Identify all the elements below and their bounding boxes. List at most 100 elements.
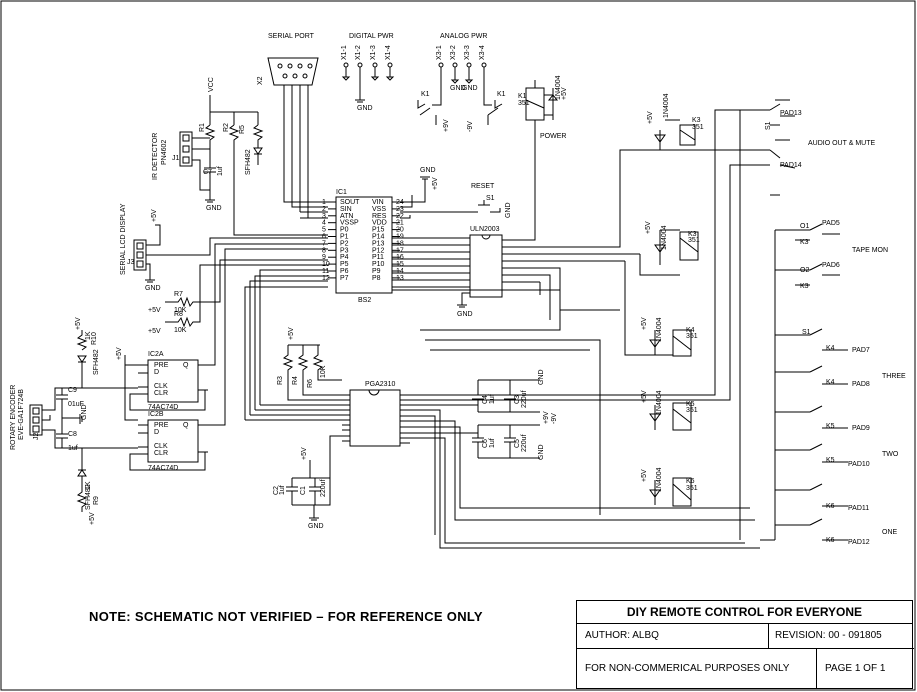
r6-label: R6 [307, 379, 314, 388]
reset-gnd-label: GND [505, 202, 512, 218]
r5-label: R5 [239, 125, 246, 134]
schematic-note: NOTE: SCHEMATIC NOT VERIFIED – FOR REFER… [89, 609, 483, 624]
ic1-pin-right: VIN [372, 199, 384, 206]
r10-label: R10 [91, 332, 98, 345]
c1-value: 220uf [320, 479, 327, 497]
s1-three: S1 [802, 329, 811, 336]
ic1-pin-num-left: 6 [322, 234, 326, 241]
k5-two: K5 [826, 423, 835, 430]
r3-r4-r6 [282, 344, 342, 401]
plus5v-k5: +5V [641, 390, 648, 403]
k6-351-label: 351 [686, 485, 698, 492]
c-gnd: GND [308, 523, 324, 530]
k6-relay [649, 477, 692, 507]
two-switches [775, 405, 848, 463]
k5-relay [649, 402, 692, 431]
ic1-pin-num-left: 9 [322, 254, 326, 261]
pad8-label: PAD8 [852, 381, 870, 388]
ic2a-clk: CLK [154, 383, 168, 390]
d8-sfh: SFH482 [85, 484, 92, 510]
k5-label: K5 [686, 401, 695, 408]
ic2a-q: Q [183, 362, 189, 369]
d3-label: 1N4004 [661, 225, 668, 250]
ic1-pin-right: P12 [372, 247, 385, 254]
ic1-gnd-label: GND [420, 167, 436, 174]
s1-audio-label: S1 [765, 121, 772, 130]
ic1-pin-right: P14 [372, 234, 385, 241]
ic2b-pre: PRE [154, 422, 169, 429]
pad6-label: PAD6 [822, 262, 840, 269]
r6-value: 10K [320, 365, 327, 378]
k3-top-351: 351 [692, 124, 704, 131]
k3-tape-relay [639, 229, 699, 276]
k1-contact-right [483, 85, 503, 125]
pad9-label: PAD9 [852, 425, 870, 432]
d6-label: 1N4004 [656, 467, 663, 492]
uln2003-chip [469, 234, 503, 298]
serial-port-connector [267, 57, 319, 86]
pga-plus5v: +5V [288, 327, 295, 340]
r7-plus5v: +5V [148, 307, 161, 314]
pn4602-label: PN4602 [161, 140, 168, 165]
audio-out-label: AUDIO OUT & MUTE [808, 140, 875, 147]
k6-one: K6 [826, 503, 835, 510]
title-block-page: PAGE 1 OF 1 [825, 663, 886, 674]
r9-plus5v: +5V [89, 512, 96, 525]
c9-c8 [56, 388, 80, 448]
x1-3-label: X1-3 [370, 45, 377, 60]
d7-led [253, 147, 263, 165]
pad14-label: PAD14 [780, 162, 802, 169]
analog-pwr-terminals [438, 62, 487, 85]
c8-label: C8 [68, 431, 77, 438]
ic2b-label: IC2B [148, 411, 164, 418]
d2-label: 1N4004 [663, 93, 670, 118]
j2-connector [29, 387, 138, 449]
r7-value: 10K [174, 307, 187, 314]
c7-label: C7 [203, 169, 212, 176]
audio-out-switches [739, 99, 796, 540]
ic1-pin-left: SOUT [340, 199, 360, 206]
x1-4-label: X1-4 [385, 45, 392, 60]
ic1-pin-num-left: 1 [322, 199, 326, 206]
ic1-pin-right: P11 [372, 254, 384, 261]
r1-label: R1 [199, 123, 206, 132]
uln2003-label: ULN2003 [470, 226, 500, 233]
vcc-label: VCC [208, 77, 215, 92]
pga2310-chip [349, 389, 401, 447]
r10-value: 1K [85, 331, 92, 340]
k4-three-b: K4 [826, 379, 835, 386]
title-block-purpose: FOR NON-COMMERICAL PURPOSES ONLY [577, 649, 817, 689]
ic1-pin-left: P4 [340, 254, 349, 261]
k4-relay [624, 261, 692, 357]
r10-plus5v: +5V [75, 317, 82, 330]
ic1-pin-left: P1 [340, 234, 349, 241]
r4-label: R4 [292, 376, 299, 385]
k3-351-label: 351 [688, 237, 700, 244]
ir-detector-label: IR DETECTOR [152, 133, 159, 180]
c4-value: 1uf [489, 394, 496, 404]
one-switches [775, 483, 848, 541]
k3-a: K3 [800, 239, 809, 246]
analog-gnd-label: GND [450, 85, 466, 92]
reset-switch[interactable] [470, 200, 501, 213]
uln-gnd-label: GND [457, 311, 473, 318]
ic2b-clr: CLR [154, 450, 168, 457]
pad7-label: PAD7 [852, 347, 870, 354]
analog-gnd2-label: GND [462, 85, 478, 92]
sfh482-label-top: SFH482 [245, 149, 252, 175]
ic1-bs2 [335, 196, 393, 294]
ic1-plus5v-label: +5V [432, 177, 439, 190]
c1-label: C1 [300, 486, 307, 495]
plus5v-k2: +5V [647, 111, 654, 124]
j1-label: J1 [172, 155, 180, 162]
o2-a: O2 [800, 267, 809, 274]
c5-label: C5 [514, 439, 521, 448]
ic1-pin-num-left: 12 [322, 275, 330, 282]
power-label: POWER [540, 133, 566, 140]
k5-two-b: K5 [826, 457, 835, 464]
c3-label: C3 [514, 395, 521, 404]
ic1-pin-right: VDD [372, 220, 387, 227]
ic1-pin-left: P3 [340, 247, 349, 254]
k1-power-label: K1 [518, 93, 527, 100]
title-block-revision: REVISION: 00 - 091805 [769, 623, 914, 649]
